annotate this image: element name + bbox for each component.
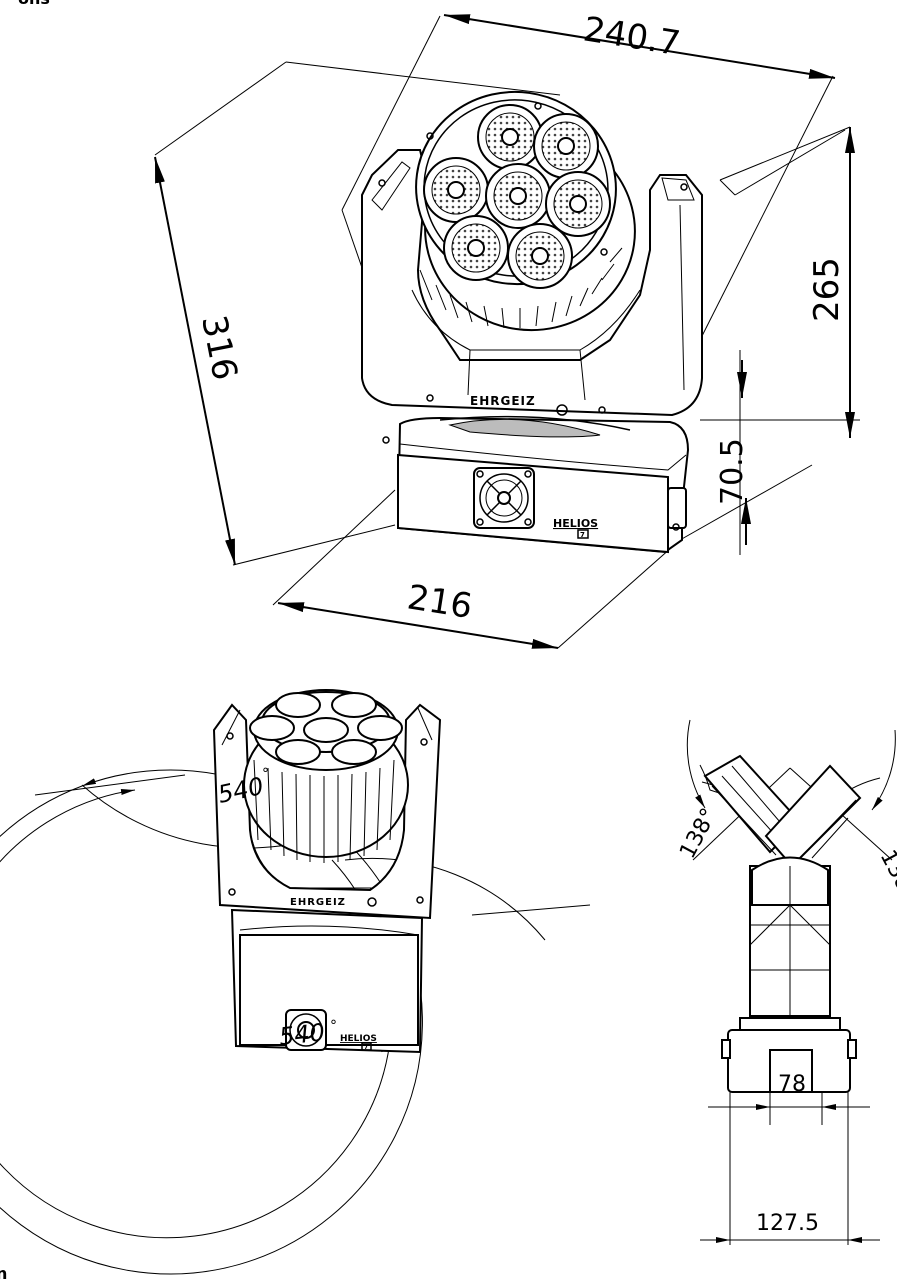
dim-width-label: 240.7 (581, 9, 683, 64)
tilted-head-right (764, 764, 862, 868)
side-view: 138° 138° 78 127.5 (675, 719, 897, 1245)
pan-fan-icon (285, 1009, 327, 1051)
perspective-view: HELIOS 7 EHRGEIZ (154, 9, 860, 649)
pan-fixture: HELIOS 7 EHRGEIZ (212, 689, 442, 1054)
pan-model-number: 7 (364, 1044, 368, 1051)
extension-lines-top (154, 15, 860, 649)
led-lenses (423, 104, 611, 289)
pan-angle-bottom-degree: ° (330, 1018, 337, 1034)
cooling-fins (419, 247, 623, 329)
pan-led-lenses (249, 692, 403, 765)
side-base (721, 1017, 857, 1093)
edge-fragment-bottom: n (0, 1264, 8, 1283)
model-number: 7 (580, 531, 585, 539)
dim-base-width-label: 127.5 (756, 1211, 819, 1236)
pan-view: HELIOS 7 EHRGEIZ (0, 689, 591, 1275)
model-label: HELIOS (553, 517, 598, 530)
base-unit: HELIOS 7 (382, 415, 690, 554)
pan-angle-top-degree: ° (262, 766, 269, 782)
tilt-left-label: 138° (675, 804, 722, 863)
dim-inner-width-label: 78 (778, 1072, 806, 1097)
yoke-arms: EHRGEIZ (361, 149, 703, 417)
dim-height-label: 265 (807, 257, 847, 322)
brand-label: EHRGEIZ (470, 394, 536, 408)
pan-angle-bottom-label: 540 (278, 1018, 326, 1051)
dimension-lines-top (154, 14, 855, 649)
side-yoke (749, 856, 831, 1018)
dim-base-height-label: 70.5 (715, 438, 750, 505)
moving-head (415, 90, 636, 332)
edge-fragment-top: ons (18, 0, 50, 8)
pan-brand-label: EHRGEIZ (290, 897, 346, 908)
dim-diagonal-label: 316 (193, 312, 245, 383)
fan-icon (473, 467, 535, 529)
tilt-right-label: 138° (875, 846, 897, 905)
pan-model-label: HELIOS (340, 1034, 377, 1044)
dim-depth-label: 216 (405, 577, 475, 627)
